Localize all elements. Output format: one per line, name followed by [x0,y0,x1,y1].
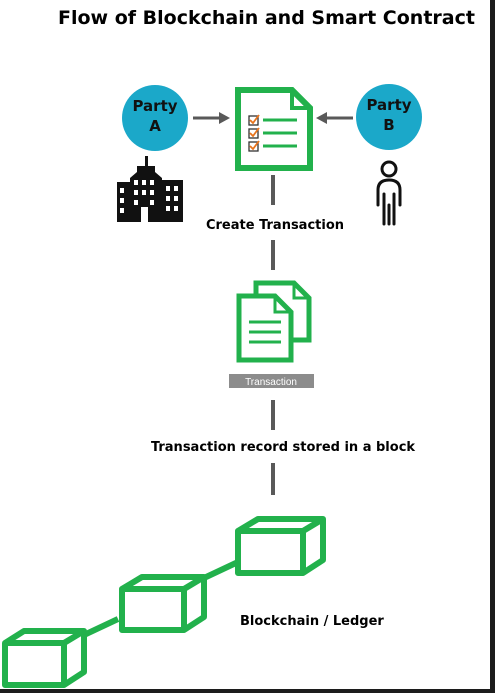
transaction-tag-background [229,374,314,388]
block-3-icon [235,516,326,576]
party-b-letter: B [383,116,394,134]
party-a-circle [122,85,188,151]
documents-icon [236,280,312,363]
block-2-icon [119,574,207,633]
chain-link-1 [82,616,120,638]
party-a-letter: A [149,117,161,135]
party-b-word: Party [366,96,411,114]
create-transaction-label: Create Transaction [206,218,344,233]
arrow-a-to-contract [193,112,230,124]
party-a-word: Party [132,97,177,115]
arrow-b-to-contract [316,112,353,124]
blockchain-ledger-label: Blockchain / Ledger [240,614,384,629]
chain-link-2 [202,559,240,581]
building-icon [117,156,183,222]
person-icon [376,160,402,226]
party-a: Party A [122,85,188,151]
party-b-circle [356,84,422,150]
party-b: Party B [356,84,422,150]
transaction-tag: Transaction [229,374,314,388]
checklist-document-icon [235,87,313,171]
transaction-tag-label: Transaction [245,377,297,388]
diagram-title: Flow of Blockchain and Smart Contract [58,7,475,29]
record-stored-label: Transaction record stored in a block [151,440,415,455]
block-1-icon [2,628,87,688]
blockchain-chain [2,516,326,688]
